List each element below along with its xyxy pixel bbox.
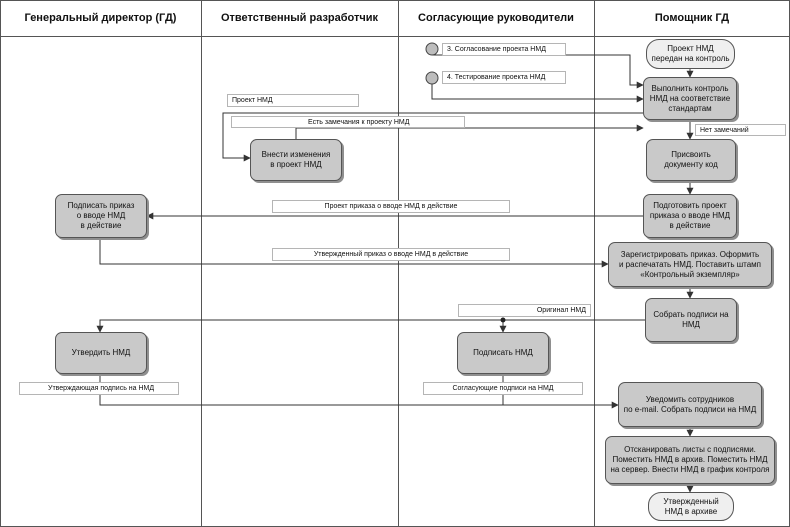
node-sign-nmd: Подписать НМД — [457, 332, 549, 374]
node-sign-order: Подписать приказ о вводе НМД в действие — [55, 194, 147, 238]
node-register-order: Зарегистрировать приказ. Оформить и расп… — [608, 242, 772, 287]
lane-title-managers: Согласующие руководители — [418, 12, 574, 24]
label-original: Оригинал НМД — [458, 304, 591, 317]
label-testing: 4. Тестирование проекта НМД — [442, 71, 566, 84]
node-end: Утвержденный НМД в архиве — [648, 492, 734, 521]
label-approving-signature: Утверждающая подпись на НМД — [19, 382, 179, 395]
node-approve: Утвердить НМД — [55, 332, 147, 374]
lane-title-developer: Ответственный разработчик — [220, 12, 379, 24]
label-no-remarks: Нет замечаний — [695, 124, 786, 136]
label-approved-order: Утвержденный приказ о вводе НМД в действ… — [272, 248, 510, 261]
node-prepare-order: Подготовить проект приказа о вводе НМД в… — [643, 194, 737, 238]
label-draft-order: Проект приказа о вводе НМД в действие — [272, 200, 510, 213]
node-check: Выполнить контроль НМД на соответствие с… — [643, 77, 737, 120]
junction-dot — [500, 317, 506, 323]
approval-event-icon — [425, 42, 439, 56]
label-remarks: Есть замечания к проекту НМД — [231, 116, 465, 128]
lane-title-assistant: Помощник ГД — [654, 12, 730, 24]
label-draft: Проект НМД — [227, 94, 359, 107]
node-collect-signatures: Собрать подписи на НМД — [645, 298, 737, 342]
node-scan-archive: Отсканировать листы с подписями. Помести… — [605, 436, 775, 484]
testing-event-icon — [425, 71, 439, 85]
node-start: Проект НМД передан на контроль — [646, 39, 735, 69]
node-notify: Уведомить сотрудников по e-mail. Собрать… — [618, 382, 762, 427]
node-changes: Внести изменения в проект НМД — [250, 139, 342, 181]
node-assign-code: Присвоить документу код — [646, 139, 736, 181]
label-agreeing-signatures: Согласующие подписи на НМД — [423, 382, 583, 395]
label-approval: 3. Согласование проекта НМД — [442, 43, 566, 56]
lane-title-director: Генеральный директор (ГД) — [24, 12, 177, 24]
